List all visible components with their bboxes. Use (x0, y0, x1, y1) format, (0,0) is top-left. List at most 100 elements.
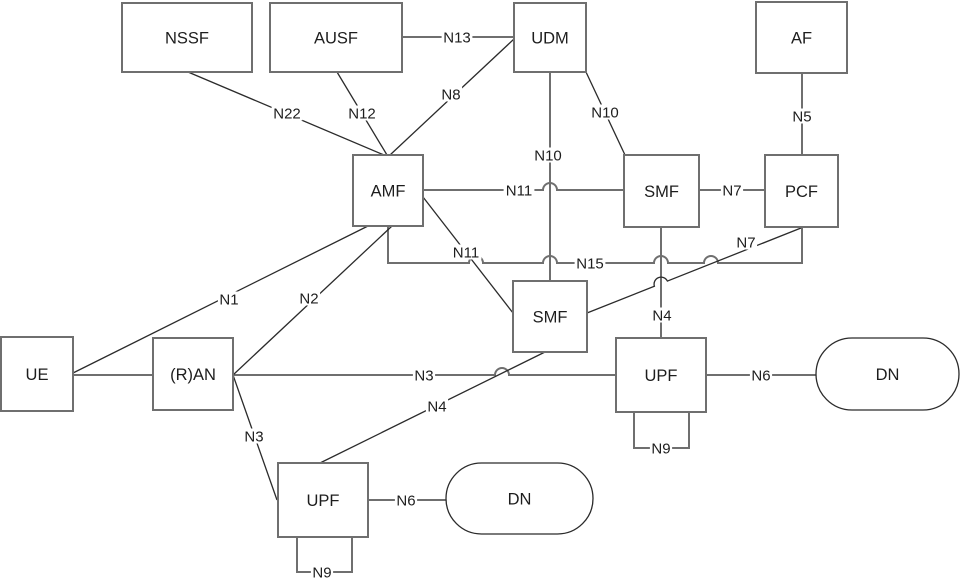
edge-label-n6-left: N6 (394, 492, 418, 509)
edge-label-n22: N22 (271, 105, 303, 122)
node-label-ran: (R)AN (170, 366, 216, 384)
node-udm: UDM (513, 2, 587, 73)
edge-label-text-n22: N22 (273, 105, 301, 122)
node-shape-udm (513, 2, 587, 73)
node-ue: UE (0, 336, 74, 412)
node-shape-smf-lower (512, 280, 588, 353)
edge-label-n11-diagonal: N11 (450, 244, 482, 261)
edge-label-n3-horizontal: N3 (412, 367, 436, 384)
edge-label-bg-n10-vertical (532, 147, 564, 163)
node-label-af: AF (791, 29, 812, 47)
node-label-nssf: NSSF (165, 29, 209, 47)
edge-label-text-n10-vertical: N10 (534, 147, 562, 164)
edge-label-text-n9-right-loop: N9 (651, 440, 670, 457)
node-shape-dn-left (445, 462, 594, 535)
edge-label-n7-diagonal: N7 (734, 234, 758, 251)
edge-label-text-n7-diagonal: N7 (736, 234, 755, 251)
edge-label-text-n6-left: N6 (396, 492, 415, 509)
edge-label-bg-n9-right-loop (649, 440, 673, 456)
node-dn-left: DN (445, 462, 594, 535)
edge-n11-horizontal (423, 182, 624, 191)
edge-label-bg-n11-horizontal (503, 182, 535, 198)
node-label-ausf: AUSF (314, 29, 358, 47)
node-nssf: NSSF (121, 2, 253, 73)
edge-label-text-n15: N15 (576, 255, 604, 272)
node-label-smf-lower: SMF (533, 308, 568, 326)
node-label-upf-left: UPF (307, 492, 340, 510)
edge-label-bg-n4-diagonal (425, 398, 449, 414)
edge-label-n10-vertical: N10 (532, 147, 564, 164)
edge-label-bg-n4-vertical (650, 307, 674, 323)
edge-label-bg-n3-diagonal (242, 428, 266, 444)
node-label-dn-right: DN (876, 366, 900, 384)
node-ausf: AUSF (269, 2, 403, 73)
edge-label-bg-n8 (439, 86, 463, 102)
node-amf: AMF (352, 154, 424, 227)
edge-label-text-n11-diagonal: N11 (453, 244, 479, 261)
node-label-pcf: PCF (785, 183, 818, 201)
node-smf-lower: SMF (512, 280, 588, 353)
node-label-smf-upper: SMF (644, 183, 679, 201)
node-shape-upf-right (615, 337, 707, 413)
edge-label-text-n3-horizontal: N3 (414, 367, 433, 384)
edge-label-bg-n22 (271, 105, 303, 121)
node-shape-ue (0, 336, 74, 412)
node-shape-ausf (269, 2, 403, 73)
edge-label-text-n2: N2 (299, 290, 318, 307)
edge-label-bg-n10-diagonal (589, 104, 621, 120)
edge-label-bg-n3-horizontal (412, 367, 436, 383)
edge-label-bg-n13 (441, 29, 473, 45)
node-label-ue: UE (26, 366, 49, 384)
node-shape-nssf (121, 2, 253, 73)
edge-label-n11-horizontal: N11 (503, 182, 535, 199)
node-shape-amf (352, 154, 424, 227)
edge-label-text-n12: N12 (348, 105, 376, 122)
edge-label-text-n11-horizontal: N11 (506, 182, 532, 199)
edge-label-n15: N15 (574, 255, 606, 272)
node-upf-right: UPF (615, 337, 707, 413)
edge-label-bg-n9-left-loop (310, 564, 334, 580)
edge-label-bg-n12 (346, 105, 378, 121)
node-shape-af (755, 1, 848, 74)
edge-label-n5: N5 (790, 108, 814, 125)
node-pcf: PCF (764, 154, 839, 228)
edge-label-bg-n1 (217, 291, 241, 307)
edge-label-n12: N12 (346, 105, 378, 122)
edge-label-text-n4-vertical: N4 (652, 307, 671, 324)
edge-label-text-n9-left-loop: N9 (312, 564, 331, 581)
edge-label-n8: N8 (439, 86, 463, 103)
node-smf-upper: SMF (623, 154, 700, 228)
edge-label-n4-vertical: N4 (650, 307, 674, 324)
edge-label-text-n7-horizontal: N7 (722, 182, 741, 199)
node-af: AF (755, 1, 848, 74)
edge-label-bg-n15 (574, 255, 606, 271)
edge-label-bg-n6-right (749, 367, 773, 383)
edge-label-bg-n11-diagonal (450, 244, 482, 260)
node-ran: (R)AN (152, 337, 234, 411)
node-shape-ran (152, 337, 234, 411)
node-label-udm: UDM (531, 29, 569, 47)
edge-label-text-n8: N8 (441, 86, 460, 103)
node-shape-pcf (764, 154, 839, 228)
node-label-amf: AMF (371, 182, 406, 200)
edge-n7-diagonal (586, 227, 802, 314)
node-dn-right: DN (815, 337, 960, 411)
edge-label-bg-n7-horizontal (720, 182, 744, 198)
node-upf-left: UPF (277, 462, 369, 538)
edge-label-text-n5: N5 (792, 108, 811, 125)
edge-label-n10-diagonal: N10 (589, 104, 621, 121)
edge-label-n13: N13 (441, 29, 473, 46)
edge-label-n4-diagonal: N4 (425, 398, 449, 415)
edge-label-text-n1: N1 (219, 291, 238, 308)
node-shape-dn-right (815, 337, 960, 411)
node-label-dn-left: DN (508, 490, 532, 508)
edge-label-text-n10-diagonal: N10 (591, 104, 619, 121)
node-shape-smf-upper (623, 154, 700, 228)
edge-label-text-n6-right: N6 (751, 367, 770, 384)
edge-label-n3-diagonal: N3 (242, 428, 266, 445)
edge-label-bg-n7-diagonal (734, 234, 758, 250)
edge-label-text-n4-diagonal: N4 (427, 398, 446, 415)
edge-label-n7-horizontal: N7 (720, 182, 744, 199)
